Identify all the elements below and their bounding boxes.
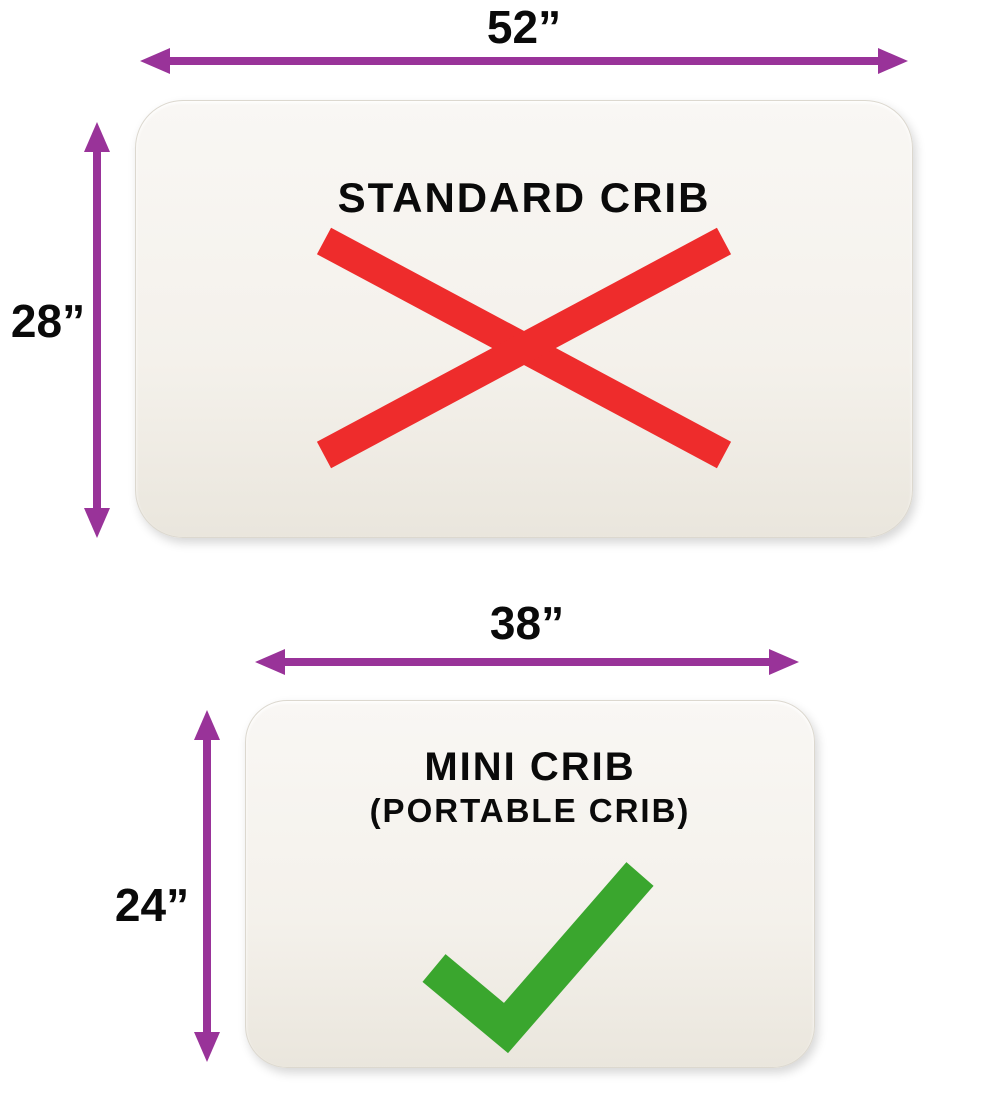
mini-height-arrow: [194, 710, 220, 1062]
standard-width-arrow: [140, 48, 908, 74]
standard-height-dimension-label: 28”: [10, 295, 86, 347]
mini-crib-title: MINI CRIB: [424, 745, 636, 789]
standard-crib-title: STANDARD CRIB: [337, 174, 711, 221]
cross-icon: [316, 227, 732, 469]
mini-width-arrow: [255, 649, 799, 675]
mini-height-dimension-label: 24”: [114, 879, 190, 931]
mini-crib-subtitle: (PORTABLE CRIB): [369, 792, 691, 829]
standard-height-arrow: [84, 122, 110, 538]
mini-width-dimension-label: 38”: [489, 597, 565, 649]
standard-width-dimension-label: 52”: [486, 1, 562, 53]
mini-crib-mattress: MINI CRIB (PORTABLE CRIB): [245, 700, 815, 1068]
check-icon: [422, 862, 654, 1054]
standard-crib-mattress: STANDARD CRIB: [135, 100, 913, 538]
